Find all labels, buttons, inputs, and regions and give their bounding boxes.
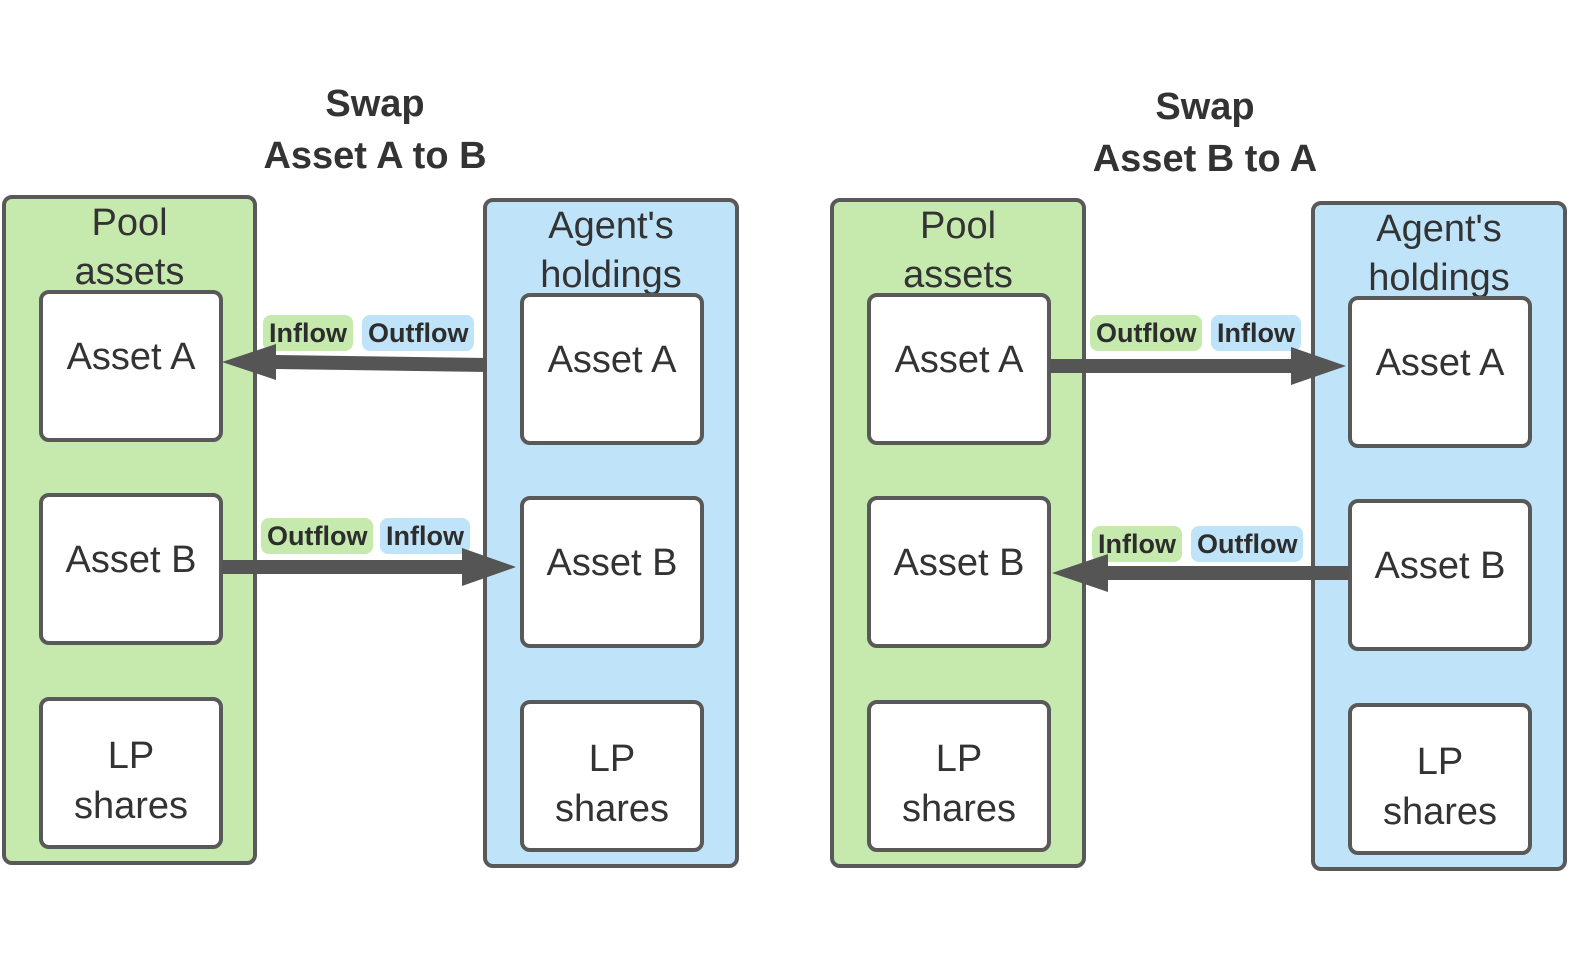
lp-line2: shares [1382,791,1498,833]
pool-label-line2: assets [903,254,1013,296]
right-asset-b-arrow [1052,554,1349,592]
asset-a-label: Asset A [1375,342,1505,384]
right-agent-holdings-column: Agent's holdings Asset A Asset B LP shar… [1311,201,1567,871]
right-flow-a-pool-tag: Outflow [1090,315,1203,351]
lp-line1: LP [935,738,983,780]
left-agent-asset-b-box: Asset B [520,496,704,648]
left-flow-a-pool-tag: Inflow [263,315,353,351]
pool-label-line1: Pool [919,205,997,247]
left-title-line2: Asset A to B [263,135,487,177]
pool-label-line1: Pool [91,202,168,244]
lp-line2: shares [73,785,189,827]
left-diagram-title: Swap Asset A to B [195,78,555,182]
lp-shares-label: LP shares [43,731,219,831]
right-title-line1: Swap [1155,86,1255,128]
right-pool-asset-a-box: Asset A [867,293,1051,445]
left-flow-a-agent-tag: Outflow [362,315,475,351]
right-agent-lp-shares-box: LP shares [1348,703,1532,855]
asset-a-label: Asset A [894,339,1024,381]
lp-line2: shares [554,788,670,830]
left-pool-asset-b-box: Asset B [39,493,223,645]
right-pool-assets-column: Pool assets Asset A Asset B LP shares [830,198,1086,868]
lp-line1: LP [1416,741,1464,783]
left-pool-assets-column: Pool assets Asset A Asset B LP shares [2,195,257,865]
left-agent-lp-shares-box: LP shares [520,700,704,852]
left-pool-asset-a-box: Asset A [39,290,223,442]
agent-label-line1: Agent's [548,205,674,247]
lp-line1: LP [588,738,636,780]
asset-b-label: Asset B [1374,545,1506,587]
left-asset-b-arrow [222,548,516,586]
right-agent-label: Agent's holdings [1315,205,1563,303]
lp-shares-label: LP shares [1352,737,1528,837]
right-agent-asset-a-box: Asset A [1348,296,1532,448]
lp-shares-label: LP shares [524,734,700,834]
lp-line1: LP [107,735,155,777]
right-asset-a-arrow [1050,347,1346,385]
left-pool-label: Pool assets [6,199,253,297]
left-agent-asset-a-box: Asset A [520,293,704,445]
right-pool-label: Pool assets [834,202,1082,300]
lp-shares-label: LP shares [871,734,1047,834]
right-title-line2: Asset B to A [1092,138,1318,180]
asset-a-label: Asset A [66,336,196,378]
pool-label-line2: assets [74,251,185,293]
right-agent-asset-b-box: Asset B [1348,499,1532,651]
left-flow-b-agent-tag: Inflow [380,518,470,554]
lp-line2: shares [901,788,1017,830]
left-agent-holdings-column: Agent's holdings Asset A Asset B LP shar… [483,198,739,868]
left-pool-lp-shares-box: LP shares [39,697,223,849]
left-agent-label: Agent's holdings [487,202,735,300]
right-pool-asset-b-box: Asset B [867,496,1051,648]
right-pool-lp-shares-box: LP shares [867,700,1051,852]
agent-label-line2: holdings [540,254,682,296]
asset-a-label: Asset A [547,339,677,381]
right-flow-b-agent-tag: Outflow [1191,526,1304,562]
agent-label-line1: Agent's [1376,208,1502,250]
asset-b-label: Asset B [893,542,1025,584]
left-asset-a-arrow [222,344,487,380]
asset-b-label: Asset B [546,542,678,584]
left-flow-b-pool-tag: Outflow [261,518,374,554]
right-flow-a-agent-tag: Inflow [1211,315,1301,351]
left-title-line1: Swap [325,83,425,125]
asset-b-label: Asset B [65,539,197,581]
right-diagram-title: Swap Asset B to A [1025,81,1385,185]
agent-label-line2: holdings [1368,257,1510,299]
